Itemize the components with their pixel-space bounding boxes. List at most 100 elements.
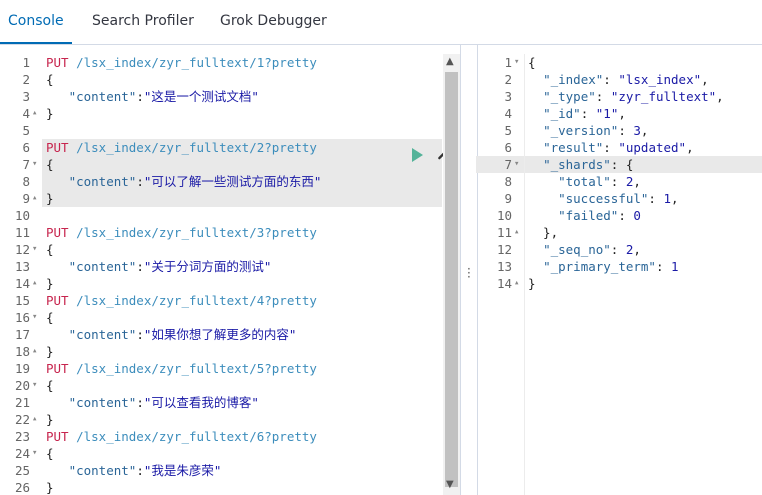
fold-close-icon[interactable]: ▴ [514,227,520,237]
token-plain: : [136,174,144,189]
token-key: "content" [68,327,137,342]
code-text: } [46,479,54,495]
line-number: 1 [504,55,512,70]
pane-resizer[interactable]: ··· [460,45,478,495]
line-number: 3 [22,89,30,104]
code-text: PUT /lsx_index/zyr_fulltext/6?pretty [46,428,317,445]
token-plain [528,123,543,138]
line-number: 2 [504,72,512,87]
line-number: 12 [496,242,512,257]
code-line: 2 "_index": "lsx_index", [476,71,762,88]
code-text: } [46,190,54,207]
code-line: 3 "content":"这是一个测试文档" [0,88,460,105]
code-text: } [46,343,54,360]
line-number: 20 [14,378,30,393]
code-text: "_version": 3, [528,122,648,139]
line-number: 7 [22,157,30,172]
token-num: 1 [663,191,672,206]
token-str: "可以查看我的博客" [143,395,259,410]
code-text: "_index": "lsx_index", [528,71,709,88]
tab-console[interactable]: Console [0,0,72,44]
code-text: "content":"这是一个测试文档" [46,88,259,105]
code-line: 12▾{ [0,241,460,258]
token-key: "_shards" [543,157,611,172]
tab-bar: Console Search Profiler Grok Debugger [0,0,762,45]
fold-open-icon[interactable]: ▾ [32,448,38,458]
request-gutter [0,54,42,495]
fold-open-icon[interactable]: ▾ [514,159,520,169]
fold-open-icon[interactable]: ▾ [32,244,38,254]
line-number: 16 [14,310,30,325]
token-plain: : [618,208,634,223]
code-text: "content":"可以查看我的博客" [46,394,259,411]
code-line: 6 "result": "updated", [476,139,762,156]
code-text: "successful": 1, [528,190,678,207]
fold-close-icon[interactable]: ▴ [32,278,38,288]
token-plain [528,191,558,206]
scroll-up-icon[interactable]: ▲ [446,56,454,67]
token-plain: , [633,174,641,189]
token-method: PUT [46,55,69,70]
token-plain: : [603,140,619,155]
fold-open-icon[interactable]: ▾ [32,159,38,169]
code-line: 1▾ { [476,54,762,71]
tab-search-profiler[interactable]: Search Profiler [92,13,194,29]
line-number: 14 [496,276,512,291]
tab-grok-debugger[interactable]: Grok Debugger [220,13,327,29]
token-key: "_index" [543,72,604,87]
line-number: 10 [14,208,30,223]
token-key: "successful" [558,191,649,206]
code-line: 9 "successful": 1, [476,190,762,207]
fold-close-icon[interactable]: ▴ [514,278,520,288]
token-key: "content" [68,174,137,189]
scroll-down-icon[interactable]: ▼ [446,479,454,490]
token-str: "updated" [618,140,687,155]
scrollbar-thumb[interactable] [445,72,458,487]
token-key: "content" [68,463,137,478]
token-plain: : [595,89,611,104]
token-plain: } [46,106,54,121]
code-text: { [46,309,54,326]
token-key: "_seq_no" [543,242,611,257]
fold-close-icon[interactable]: ▴ [32,193,38,203]
fold-close-icon[interactable]: ▴ [32,346,38,356]
token-plain [46,89,69,104]
fold-close-icon[interactable]: ▴ [32,108,38,118]
token-plain [46,395,69,410]
code-text: PUT /lsx_index/zyr_fulltext/5?pretty [46,360,317,377]
token-plain [528,89,543,104]
fold-open-icon[interactable]: ▾ [32,380,38,390]
token-plain [528,242,543,257]
token-key: "_primary_term" [543,259,656,274]
token-key: "_type" [543,89,596,104]
request-scrollbar[interactable]: ▲ ▼ [443,54,460,495]
token-plain: : [580,106,596,121]
token-url: /lsx_index/zyr_fulltext/6?pretty [68,429,317,444]
token-plain [528,174,558,189]
token-num: 3 [633,123,641,138]
code-line: 4▴} [0,105,460,122]
drag-handle-icon: ··· [467,262,471,284]
token-key: "content" [68,259,137,274]
fold-open-icon[interactable]: ▾ [514,57,520,67]
code-text: "_id": "1", [528,105,626,122]
token-plain: : [648,191,664,206]
token-plain: : [136,395,144,410]
line-number: 7 [504,157,512,172]
send-request-icon[interactable] [412,148,423,162]
line-number: 9 [504,191,512,206]
fold-close-icon[interactable]: ▴ [32,414,38,424]
token-plain: , [640,123,649,138]
token-plain [46,174,69,189]
line-number: 26 [14,480,30,495]
token-url: /lsx_index/zyr_fulltext/3?pretty [68,225,317,240]
code-line: 25 "content":"我是朱彦荣" [0,462,460,479]
fold-open-icon[interactable]: ▾ [32,312,38,322]
token-plain: : [610,174,626,189]
code-text: "_primary_term": 1 [528,258,678,275]
token-plain: } [46,191,54,206]
token-plain: { [528,55,536,70]
